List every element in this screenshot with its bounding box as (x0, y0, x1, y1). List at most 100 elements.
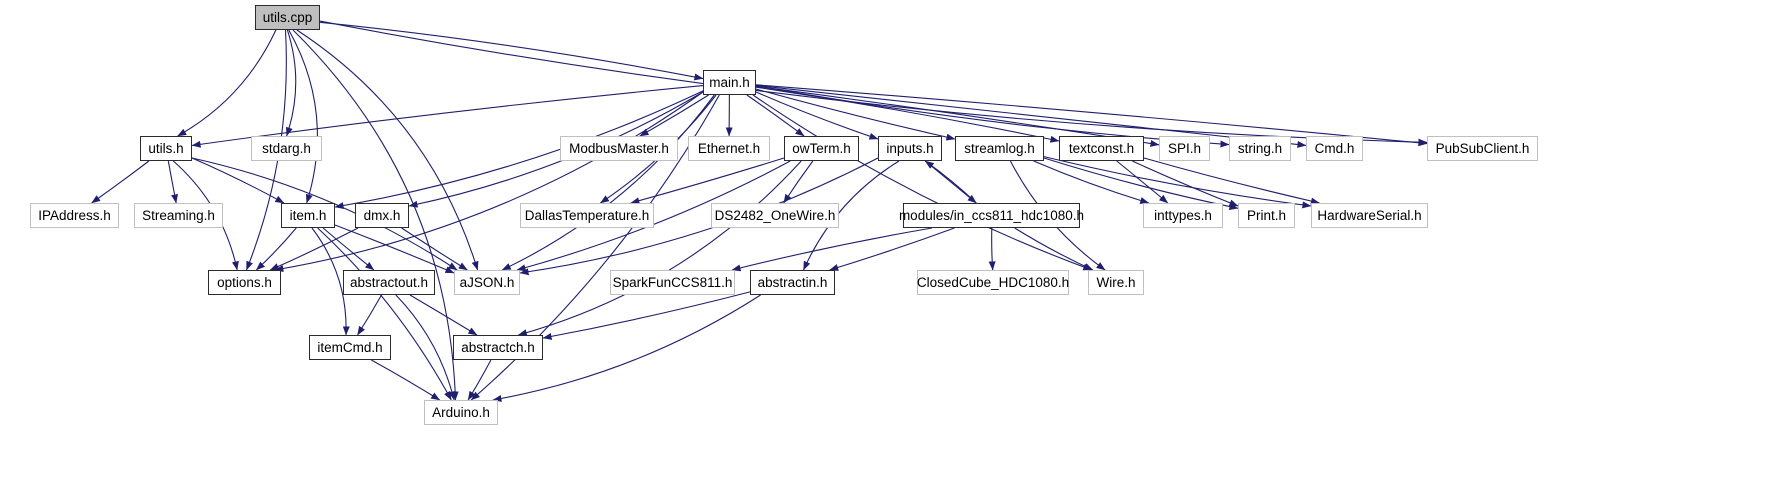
graph-node-textconst-h[interactable]: textconst.h (1059, 136, 1144, 161)
edge-utils-cpp-to-pubsubclient-h (319, 20, 1428, 146)
graph-node-label: streamlog.h (964, 140, 1035, 156)
graph-node-item-h[interactable]: item.h (281, 203, 335, 228)
edge-abstractout-h-to-abstractch-h (409, 294, 478, 336)
edge-utils-h-to-item-h (191, 157, 285, 204)
graph-node-modbusmaster-h[interactable]: ModbusMaster.h (560, 136, 678, 161)
graph-node-label: DallasTemperature.h (524, 207, 650, 223)
graph-node-ipaddress-h[interactable]: IPAddress.h (30, 203, 119, 228)
graph-node-label: aJSON.h (459, 274, 515, 290)
edge-modules-ccs811-h-to-abstractin-h (829, 227, 955, 271)
edge-utils-cpp-to-arduino-h (292, 29, 459, 401)
graph-node-label: inttypes.h (1154, 207, 1212, 223)
edge-utils-h-to-streaming-h (167, 160, 178, 204)
graph-node-label: abstractch.h (461, 339, 535, 355)
edge-owterm-h-to-ajson-h (516, 160, 791, 272)
graph-node-pubsubclient-h[interactable]: PubSubClient.h (1427, 136, 1538, 161)
graph-node-label: Wire.h (1096, 274, 1136, 290)
graph-node-owterm-h[interactable]: owTerm.h (784, 136, 859, 161)
edge-main-h-to-wire-h (752, 94, 1093, 271)
graph-node-label: string.h (1237, 140, 1283, 156)
graph-node-inputs-h[interactable]: inputs.h (878, 136, 942, 161)
graph-node-dmx-h[interactable]: dmx.h (355, 203, 409, 228)
edge-item-h-to-itemcmd-h (311, 227, 350, 336)
edge-item-h-to-arduino-h (317, 227, 452, 401)
edge-abstractch-h-to-arduino-h (467, 359, 492, 401)
graph-node-spi-h[interactable]: SPI.h (1159, 136, 1210, 161)
graph-node-arduino-h[interactable]: Arduino.h (424, 400, 498, 425)
edge-abstractin-h-to-arduino-h (492, 294, 761, 402)
edge-utils-h-to-ipaddress-h (91, 160, 150, 204)
edge-owterm-h-to-dallastemp-h (630, 157, 785, 205)
graph-node-label: DS2482_OneWire.h (714, 207, 836, 223)
edge-item-h-to-abstractout-h (322, 227, 375, 271)
edge-utils-cpp-to-utils-h (177, 29, 277, 137)
edge-inputs-h-to-ajson-h (519, 157, 879, 276)
edge-main-h-to-streamlog-h (755, 88, 956, 141)
graph-node-streamlog-h[interactable]: streamlog.h (955, 136, 1044, 161)
graph-node-label: dmx.h (363, 207, 401, 223)
graph-node-abstractch-h[interactable]: abstractch.h (453, 335, 543, 360)
edge-dmx-h-to-options-h (269, 227, 359, 271)
edge-utils-cpp-to-item-h (288, 29, 318, 204)
graph-node-hardwareserial-h[interactable]: HardwareSerial.h (1311, 203, 1428, 228)
graph-node-label: owTerm.h (792, 140, 851, 156)
graph-node-itemcmd-h[interactable]: itemCmd.h (309, 335, 391, 360)
graph-node-label: Ethernet.h (697, 140, 761, 156)
edge-modules-ccs811-h-to-wire-h (1014, 227, 1094, 271)
edge-modules-ccs811-h-to-inputs-h (924, 160, 977, 204)
graph-node-label: stdarg.h (262, 140, 311, 156)
graph-node-label: Cmd.h (1314, 140, 1355, 156)
edge-main-h-to-modbusmaster-h (639, 94, 709, 137)
graph-node-label: item.h (289, 207, 327, 223)
edge-utils-cpp-to-ajson-h (296, 29, 479, 271)
graph-node-abstractin-h[interactable]: abstractin.h (750, 270, 835, 295)
edge-main-h-to-owterm-h (746, 94, 805, 137)
edge-abstractin-h-to-abstractch-h (542, 291, 751, 340)
graph-node-label: PubSubClient.h (1435, 140, 1530, 156)
graph-node-dallastemp-h[interactable]: DallasTemperature.h (520, 203, 654, 228)
edge-main-h-to-item-h (334, 90, 704, 210)
graph-node-cmd-h[interactable]: Cmd.h (1306, 136, 1363, 161)
graph-node-options-h[interactable]: options.h (208, 270, 281, 295)
graph-node-abstractout-h[interactable]: abstractout.h (343, 270, 435, 295)
edge-modules-ccs811-h-to-closedcube-h (988, 227, 996, 271)
graph-node-utils-cpp[interactable]: utils.cpp (255, 5, 320, 30)
graph-node-label: Streaming.h (142, 207, 215, 223)
edge-item-h-to-ajson-h (334, 224, 455, 274)
edge-main-h-to-textconst-h (755, 86, 1060, 143)
graph-node-streaming-h[interactable]: Streaming.h (134, 203, 223, 228)
graph-node-ethernet-h[interactable]: Ethernet.h (688, 136, 770, 161)
edge-streamlog-h-to-inttypes-h (1033, 160, 1150, 204)
graph-node-closedcube-h[interactable]: ClosedCube_HDC1080.h (917, 270, 1069, 295)
graph-node-label: ClosedCube_HDC1080.h (916, 274, 1070, 290)
graph-node-print-h[interactable]: Print.h (1238, 203, 1295, 228)
graph-node-main-h[interactable]: main.h (703, 70, 756, 95)
graph-node-label: main.h (709, 74, 750, 90)
graph-node-label: utils.h (148, 140, 184, 156)
graph-node-stdarg-h[interactable]: stdarg.h (251, 136, 322, 161)
edge-inputs-h-to-abstractin-h (802, 160, 900, 271)
graph-node-ajson-h[interactable]: aJSON.h (454, 270, 520, 295)
edge-utils-cpp-to-main-h (319, 21, 704, 81)
graph-node-utils-h[interactable]: utils.h (140, 136, 192, 161)
edge-main-h-to-options-h (274, 91, 704, 272)
edge-abstractout-h-to-arduino-h (395, 294, 456, 401)
edge-dmx-h-to-ajson-h (401, 227, 468, 271)
edge-main-h-to-utils-h (191, 85, 704, 148)
graph-node-label: options.h (217, 274, 272, 290)
graph-node-string-h[interactable]: string.h (1229, 136, 1291, 161)
graph-node-label: utils.cpp (262, 9, 313, 25)
graph-node-inttypes-h[interactable]: inttypes.h (1143, 203, 1223, 228)
graph-node-label: IPAddress.h (38, 207, 111, 223)
edge-streamlog-h-to-hardwareserial-h (1043, 156, 1312, 209)
edge-main-h-to-ajson-h (501, 94, 715, 271)
edge-utils-cpp-to-stdarg-h (286, 29, 297, 137)
graph-node-modules-ccs811-h[interactable]: modules/in_ccs811_hdc1080.h (899, 203, 1084, 228)
graph-node-ds2482-h[interactable]: DS2482_OneWire.h (711, 203, 839, 228)
edge-main-h-to-pubsubclient-h (755, 84, 1428, 147)
graph-node-label: abstractin.h (757, 274, 828, 290)
edge-owterm-h-to-abstractch-h (517, 160, 802, 337)
graph-node-wire-h[interactable]: Wire.h (1088, 270, 1144, 295)
graph-node-sparkfunccs811-h[interactable]: SparkFunCCS811.h (610, 270, 735, 295)
